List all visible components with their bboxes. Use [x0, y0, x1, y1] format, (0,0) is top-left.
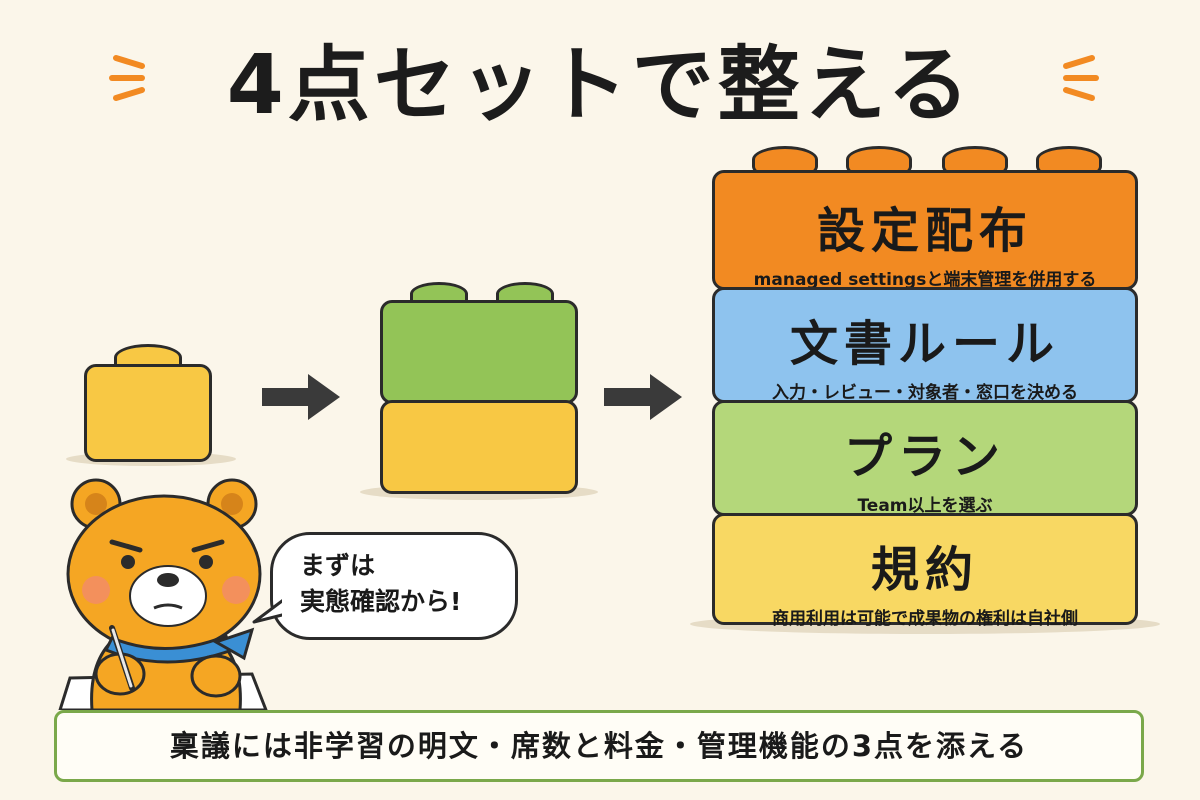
- layer-terms: 規約 商用利用は可能で成果物の権利は自社側: [712, 513, 1138, 629]
- layer-subtitle: 商用利用は可能で成果物の権利は自社側: [772, 609, 1078, 629]
- layer-plan: プラン Team以上を選ぶ: [712, 400, 1138, 516]
- layer-subtitle: Team以上を選ぶ: [857, 496, 993, 516]
- footer-note: 稟議には非学習の明文・席数と料金・管理機能の3点を添える: [54, 710, 1144, 782]
- speech-bubble-tail: [252, 596, 288, 624]
- spark-left-icon: [109, 55, 145, 101]
- layer-subtitle: managed settingsと端末管理を併用する: [753, 270, 1097, 290]
- layer-settings-distribution: 設定配布 managed settingsと端末管理を併用する: [712, 170, 1138, 290]
- page-title: 4点セットで整える: [226, 38, 974, 133]
- layer-title: 設定配布: [816, 203, 1033, 259]
- bear-mascot-icon: [58, 478, 268, 710]
- arrow-right-icon: [604, 374, 682, 420]
- layer-title: プラン: [843, 429, 1006, 485]
- speech-line: 実態確認から!: [300, 587, 462, 616]
- speech-line: まずは: [300, 551, 376, 580]
- speech-bubble: [270, 532, 518, 640]
- layer-title: 文書ルール: [789, 316, 1060, 372]
- spark-right-icon: [1063, 55, 1099, 101]
- layer-title: 規約: [870, 542, 979, 598]
- layer-subtitle: 入力・レビュー・対象者・窓口を決める: [772, 383, 1078, 403]
- layer-document-rules: 文書ルール 入力・レビュー・対象者・窓口を決める: [712, 287, 1138, 403]
- arrow-right-icon: [262, 374, 340, 420]
- speech-bubble-text: まずは 実態確認から!: [300, 548, 500, 620]
